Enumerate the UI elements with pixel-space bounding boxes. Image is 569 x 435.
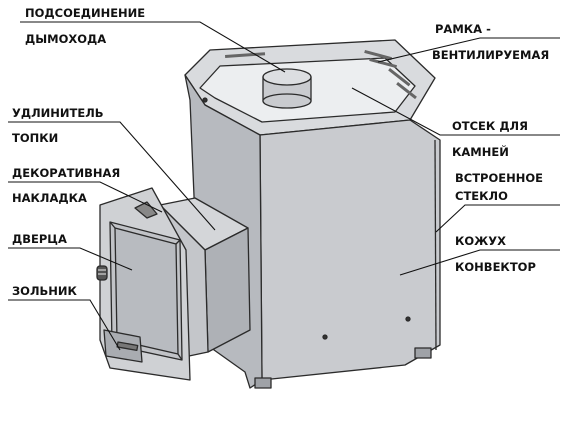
label-stones-1: ОТСЕК ДЛЯ <box>452 119 528 133</box>
foot <box>254 377 272 389</box>
label-door: ДВЕРЦА <box>12 232 67 246</box>
leader-door <box>8 247 133 271</box>
leader-extension <box>8 121 216 231</box>
leader-stones <box>351 87 560 136</box>
chimney-connection <box>262 68 312 109</box>
foot <box>414 347 432 359</box>
label-glass-1: ВСТРОЕННОЕ <box>455 171 543 185</box>
ash-pan <box>103 329 143 363</box>
screw <box>322 334 328 340</box>
screw <box>405 316 411 322</box>
leader-ashpan <box>8 299 121 351</box>
label-chimney-2: ДЫМОХОДА <box>25 32 106 46</box>
emblem-icon <box>134 201 158 219</box>
label-extension-1: УДЛИНИТЕЛЬ <box>12 106 104 120</box>
label-casing-1: КОЖУХ <box>455 234 506 248</box>
vent-slots <box>225 49 417 100</box>
door-handle-icon <box>96 265 108 281</box>
glass-edge <box>434 139 437 351</box>
label-frame-2: ВЕНТИЛИРУЕМАЯ <box>432 48 549 62</box>
label-frame-1: РАМКА - <box>435 22 491 36</box>
label-stones-2: КАМНЕЙ <box>452 144 509 159</box>
labels: ПОДСОЕДИНЕНИЕ ДЫМОХОДА РАМКА - ВЕНТИЛИРУ… <box>12 6 549 298</box>
leader-lines <box>8 21 560 351</box>
label-casing-2: КОНВЕКТОР <box>455 260 536 274</box>
screw <box>202 97 208 103</box>
label-ashpan: ЗОЛЬНИК <box>12 284 78 298</box>
label-glass-2: СТЕКЛО <box>455 189 508 203</box>
leader-chimney <box>20 21 286 73</box>
leader-casing <box>399 249 560 276</box>
leader-overlay <box>8 181 163 213</box>
convector-casing-front <box>259 119 441 381</box>
label-overlay-2: НАКЛАДКА <box>12 191 87 205</box>
stove-door <box>109 221 183 361</box>
label-chimney-1: ПОДСОЕДИНЕНИЕ <box>25 6 145 20</box>
leader-frame <box>377 37 560 63</box>
label-extension-2: ТОПКИ <box>12 131 58 145</box>
stove-illustration <box>96 39 441 389</box>
leader-glass <box>435 204 560 233</box>
label-overlay-1: ДЕКОРАТИВНАЯ <box>12 166 120 180</box>
